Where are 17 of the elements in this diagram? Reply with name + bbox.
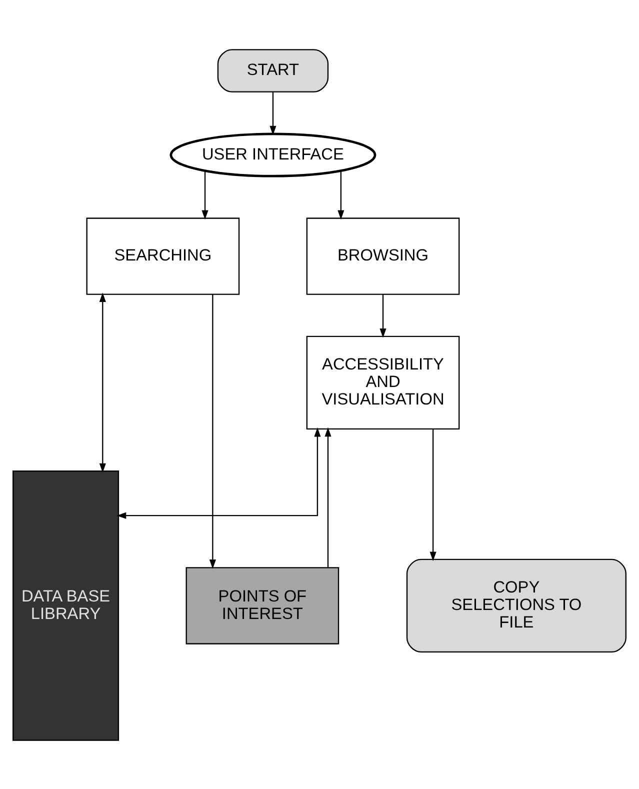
arrow	[270, 92, 276, 135]
node-box: SEARCHING	[86, 217, 240, 294]
arrow	[380, 294, 386, 338]
node-box: START	[217, 48, 329, 92]
node-box: ACCESSIBILITY AND VISUALISATION	[306, 335, 460, 430]
arrow	[99, 292, 106, 472]
node-box: DATA BASE LIBRARY	[12, 470, 120, 740]
node-box: POINTS OF INTEREST	[186, 566, 340, 644]
arrow	[338, 170, 344, 220]
arrow	[209, 294, 216, 568]
arrow	[430, 428, 436, 561]
node-ellipse: USER INTERFACE	[170, 132, 376, 177]
arrow	[116, 426, 321, 518]
node-box: BROWSING	[306, 217, 460, 294]
node-box: COPY SELECTIONS TO FILE	[406, 558, 626, 652]
arrow	[202, 170, 208, 220]
arrow	[324, 426, 332, 567]
